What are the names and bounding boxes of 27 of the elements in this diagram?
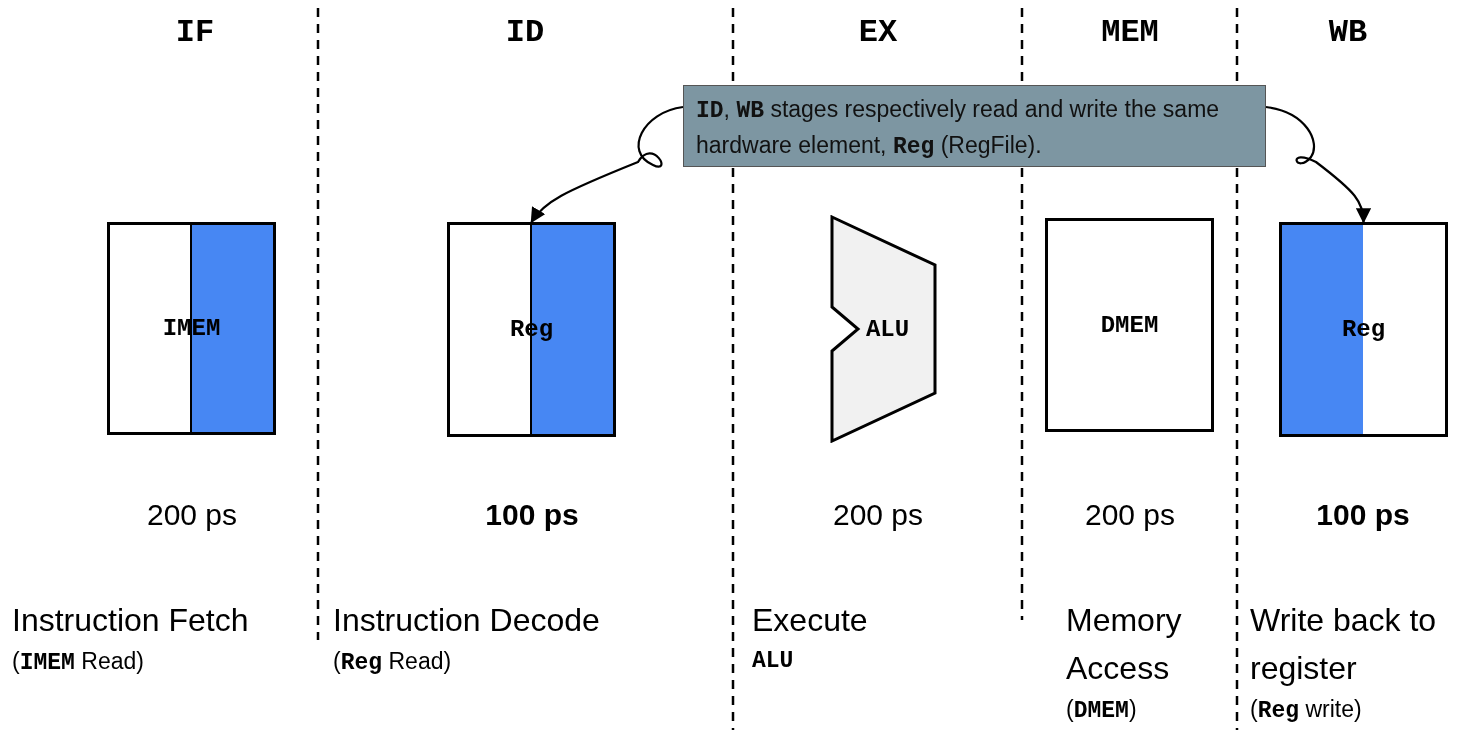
alu-shape: ALU — [830, 215, 937, 443]
stage-name: ID — [504, 14, 546, 51]
stage-description: Write back to register — [1250, 601, 1438, 688]
stage-detail: (Reg Read) — [333, 648, 452, 676]
stage-description: Instruction Fetch — [12, 601, 250, 640]
callout-note: ID, WB stages respectively read and write the same hardware element, Reg (RegFile). — [683, 85, 1266, 167]
duration-label: 100 ps — [484, 498, 580, 532]
duration-label: 200 ps — [145, 498, 239, 532]
curly-arrow — [530, 105, 684, 224]
register-block: Reg — [447, 222, 616, 437]
stage-name: IF — [174, 14, 216, 51]
stage-name: EX — [857, 14, 899, 51]
stage-detail: ALU — [752, 648, 794, 674]
duration-label: 200 ps — [1083, 498, 1177, 532]
memory-block: DMEM — [1045, 218, 1214, 432]
duration-label: 200 ps — [831, 498, 925, 532]
duration-label: 100 ps — [1315, 498, 1411, 532]
curly-arrow — [1265, 105, 1371, 224]
stage-detail: (DMEM) — [1066, 696, 1137, 724]
stage-description: Execute — [752, 601, 869, 640]
stage-description: Instruction Decode — [333, 601, 601, 640]
memory-block: IMEM — [107, 222, 276, 435]
stage-detail: (IMEM Read) — [12, 648, 144, 676]
stage-description: Memory Access — [1066, 601, 1183, 688]
stage-detail: (Reg write) — [1250, 696, 1362, 724]
stage-name: MEM — [1100, 14, 1160, 51]
stage-name: WB — [1327, 14, 1369, 51]
